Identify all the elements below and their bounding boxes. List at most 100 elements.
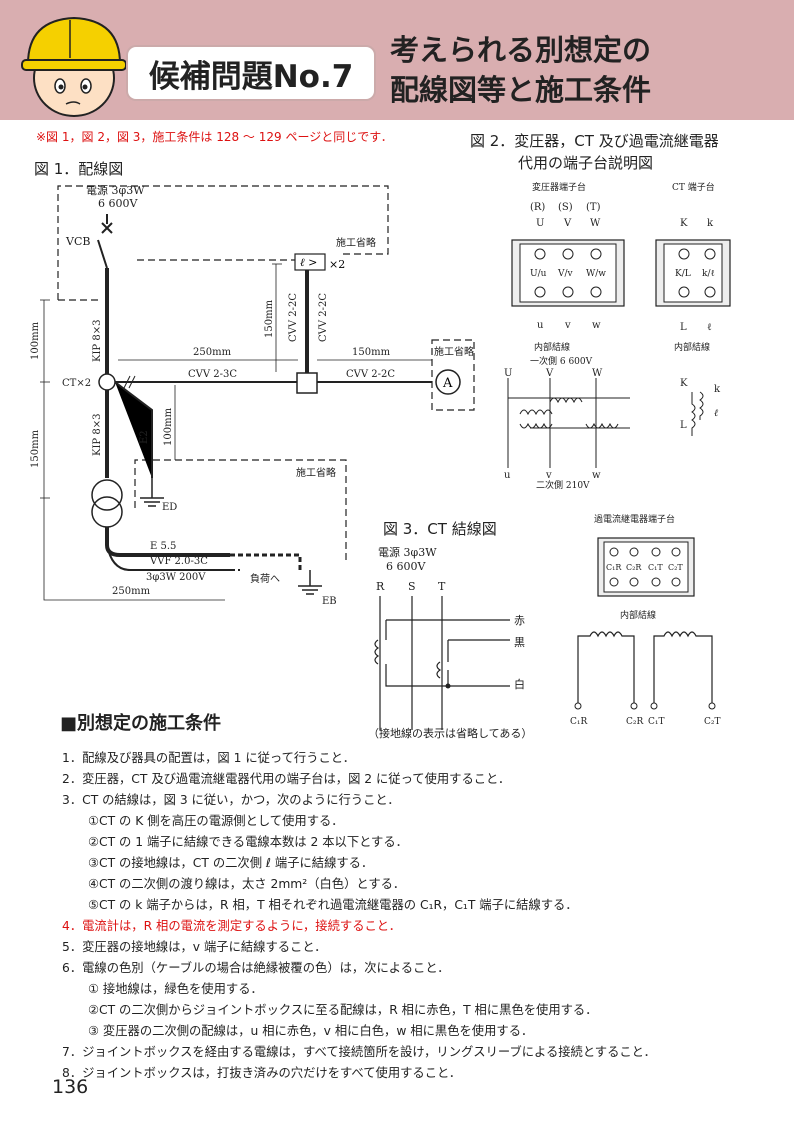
condition-3-4: ④CT の二次側の渡り線は，太さ 2mm²（白色）とする． [88, 877, 406, 891]
fig1-dim-150-right: 150mm [352, 347, 391, 358]
mascot-helmet-icon [21, 16, 127, 117]
fig1-dim-250: 250mm [193, 347, 232, 358]
fig2-v: v [545, 470, 552, 481]
page-subtitle: 考えられる別想定の 配線図等と施工条件 [390, 30, 651, 110]
fig3-red: 赤 [514, 614, 525, 627]
fig2-ct-K2: K [680, 378, 688, 389]
fig3-power2: 6 600V [386, 560, 426, 573]
relay-inner: 内部結線 [620, 609, 656, 621]
conditions-title: ■別想定の施工条件 [60, 713, 222, 734]
fig1-ammeter: A [442, 376, 453, 391]
fig1-ct: CT×2 [62, 378, 91, 389]
fig1-cvv-v1: CVV 2-2C [288, 293, 299, 342]
fig1-wiring-diagram: 電源 3φ3W 6 600V VCB ℓ > ×2 A [30, 183, 475, 607]
subtitle-line-2: 配線図等と施工条件 [390, 73, 652, 107]
fig3-phase-S: S [408, 580, 416, 593]
fig2-w: w [592, 470, 601, 481]
fig2-ct-inner-wiring: 内部結線 [674, 341, 710, 353]
fig2-ct-inner-0: K/L [675, 269, 691, 279]
fig1-omit2: 施工省略 [434, 345, 474, 358]
condition-1: 1．配線及び器具の配置は，図 1 に従って行うこと． [62, 751, 356, 765]
fig2-ct-L: L [680, 322, 687, 333]
fig3-white: 白 [514, 677, 525, 691]
fig1-eb: EB [322, 596, 337, 607]
fig2-W: W [592, 368, 603, 379]
fig1-omit1: 施工省略 [336, 236, 376, 249]
relay-term-1: C₂R [626, 563, 642, 572]
fig2-rst-0: (R) [530, 202, 545, 213]
fig1-vvf: VVF 2.0-3C [149, 556, 208, 567]
fig2-title-2: 代用の端子台説明図 [518, 154, 654, 172]
fig1-relay-times: ×2 [329, 258, 345, 271]
condition-5: 5．変圧器の接地線は，v 端子に結線すること． [62, 940, 327, 954]
page-header: 候補問題No.7 考えられる別想定の 配線図等と施工条件 [0, 0, 794, 120]
condition-2: 2．変圧器，CT 及び過電流継電器代用の端子台は，図 2 に従って使用すること． [62, 772, 511, 786]
fig2-inner-1: V/v [557, 269, 574, 279]
fig2-ct-L2: L [680, 420, 687, 431]
fig1-ed: ED [162, 502, 177, 513]
fig2-secondary: 二次側 210V [536, 479, 590, 491]
condition-3-2: ②CT の 1 端子に結線できる電線本数は 2 本以下とする． [88, 835, 408, 849]
fig1-cvv-left: CVV 2-3C [188, 369, 237, 380]
fig2-uvw-2: W [590, 218, 601, 229]
fig3-note: （接地線の表示は省略してある） [368, 727, 533, 740]
fig2-primary: 一次側 6 600V [530, 355, 593, 367]
fig2-ct-k2: k [714, 384, 721, 395]
fig2-trans-label: 変圧器端子台 [532, 181, 586, 193]
relay-bottom-0: C₁R [570, 717, 587, 727]
condition-4: 4．電流計は，R 相の電流を測定するように，接続すること． [62, 919, 402, 933]
fig2-ct-k: k [707, 218, 714, 229]
fig3-black: 黒 [514, 636, 525, 649]
fig1-title: 図 1．配線図 [34, 160, 124, 178]
condition-8: 8．ジョイントボックスは，打抜き済みの穴だけをすべて使用すること． [62, 1066, 462, 1080]
condition-3-3: ③CT の接地線は，CT の二次側 ℓ 端子に結線する． [88, 856, 374, 870]
fig2-V: V [545, 368, 554, 379]
relay-term-0: C₁R [606, 563, 622, 572]
fig2-small-2: w [592, 320, 601, 331]
fig1-kip-top: KIP 8×3 [92, 320, 103, 362]
relay-bottom-2: C₁T [648, 717, 665, 727]
fig3-title: 図 3．CT 結線図 [383, 520, 497, 538]
fig1-power200: 3φ3W 200V [146, 572, 206, 583]
fig2-title-1: 図 2．変圧器，CT 及び過電流継電器 [470, 132, 719, 150]
fig2-uvw-0: U [536, 218, 544, 229]
fig1-power-line1: 電源 3φ3W [86, 183, 145, 197]
fig1-dim-100: 100mm [30, 321, 41, 360]
subtitle-line-1: 考えられる別想定の [390, 33, 652, 67]
fig3-power1: 電源 3φ3W [378, 545, 437, 559]
fig1-cvv-v2: CVV 2-2C [318, 293, 329, 342]
fig1-dim-100-inner: 100mm [163, 407, 174, 446]
fig1-e55: E 5.5 [150, 541, 176, 552]
condition-3-1: ①CT の K 側を高圧の電源側として使用する． [88, 814, 344, 828]
fig2-ct-l2: ℓ [714, 408, 718, 419]
condition-7: 7．ジョイントボックスを経由する電線は，すべて接続箇所を設け，リングスリーブによ… [62, 1045, 656, 1059]
fig2-ct-l: ℓ [707, 322, 712, 333]
fig2-rst-1: (S) [558, 202, 573, 213]
relay-bottom-1: C₂R [626, 717, 643, 727]
fig1-relay-box: ℓ > [300, 256, 317, 269]
fig2-small-0: u [537, 320, 544, 331]
fig1-kip-bottom: KIP 8×3 [92, 414, 103, 456]
fig2-ct-inner-1: k/ℓ [702, 269, 715, 279]
fig2-rst-2: (T) [586, 202, 601, 213]
condition-6-2: ②CT の二次側からジョイントボックスに至る配線は，R 相に赤色，T 相に黒色を… [88, 1003, 598, 1017]
fig3-ct-diagram: 電源 3φ3W 6 600V R S T 赤 黒 白 [374, 545, 525, 730]
page-title: 候補問題No.7 [128, 47, 374, 99]
reference-note: ※図 1，図 2，図 3，施工条件は 128 ～ 129 ページと同じです． [36, 130, 393, 144]
fig2-inner-2: W/w [586, 269, 606, 279]
fig1-cvv-right: CVV 2-2C [346, 369, 395, 380]
fig1-load: 負荷へ [250, 573, 280, 585]
fig2-uvw-1: V [563, 218, 572, 229]
fig1-power-line2: 6 600V [98, 197, 138, 210]
condition-3: 3．CT の結線は，図 3 に従い，かつ，次のように行うこと． [62, 793, 400, 807]
fig2-small-1: v [564, 320, 571, 331]
relay-terminal-diagram: 過電流継電器端子台 内部結線 C₁R C₂R C₁T C₂T C₁R C₂R C… [570, 513, 721, 727]
fig3-phase-R: R [376, 580, 385, 593]
fig1-vcb: VCB [65, 235, 90, 248]
relay-bottom-3: C₂T [704, 717, 721, 727]
fig2-U: U [504, 368, 512, 379]
relay-label: 過電流継電器端子台 [594, 513, 675, 525]
fig2-inner-wiring: 内部結線 [534, 341, 570, 353]
condition-6-3: ③ 変圧器の二次側の配線は，u 相に赤色，v 相に白色，w 相に黒色を使用する． [88, 1024, 534, 1038]
fig2-terminal-diagram: 変圧器端子台 CT 端子台 (R) (S) (T) U V W U/u V/v … [504, 181, 731, 491]
